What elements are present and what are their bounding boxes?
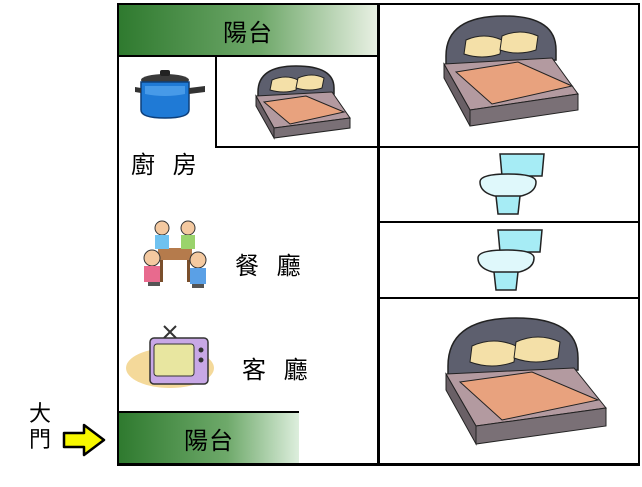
kitchen-label: 廚 房 bbox=[131, 151, 202, 179]
balcony-bottom-label: 陽台 bbox=[184, 426, 234, 455]
wall-center-vertical bbox=[377, 3, 380, 466]
small-bed-icon bbox=[255, 65, 351, 140]
balcony-top-label: 陽台 bbox=[223, 18, 273, 47]
wall-outer-right bbox=[638, 3, 640, 466]
master-bed-bottom-icon bbox=[445, 317, 607, 446]
toilet-icon-2 bbox=[477, 229, 543, 291]
toilet-icon-1 bbox=[479, 153, 545, 215]
dining-people-icon bbox=[143, 220, 207, 288]
wall-bathroom-divider bbox=[377, 221, 640, 223]
entrance-arrow-icon bbox=[62, 423, 106, 457]
entrance-label-line1: 大 bbox=[28, 402, 51, 427]
entrance-label: 大 門 bbox=[27, 402, 53, 454]
wall-small-bedroom-left bbox=[215, 55, 217, 148]
entrance-label-line2: 門 bbox=[28, 428, 51, 453]
television-icon bbox=[126, 325, 214, 388]
master-bed-top-icon bbox=[443, 15, 579, 127]
balcony-bottom: 陽台 bbox=[119, 413, 299, 463]
dining-label: 餐 廳 bbox=[235, 252, 306, 280]
wall-outer-left bbox=[117, 3, 119, 466]
balcony-top: 陽台 bbox=[119, 5, 377, 55]
living-label: 客 廳 bbox=[242, 356, 313, 384]
wall-large-bedroom-top bbox=[377, 297, 640, 299]
cooking-pot-icon bbox=[135, 70, 205, 119]
wall-balcony-bottom-top bbox=[117, 411, 299, 413]
wall-balcony-top-bottom bbox=[117, 55, 379, 57]
wall-small-bedroom-bottom bbox=[215, 146, 640, 148]
